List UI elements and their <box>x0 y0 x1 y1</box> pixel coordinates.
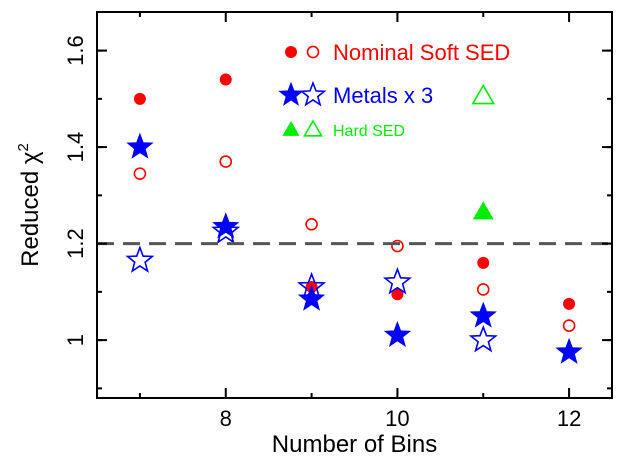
circle-point-filled <box>219 73 232 86</box>
y-tick-label: 1.2 <box>63 228 88 259</box>
y-axis-title-base: Reduced χ <box>17 151 44 267</box>
legend-label: Metals x 3 <box>333 83 433 108</box>
triangle-point-filled <box>472 201 494 220</box>
legend-triangle-open-icon <box>303 119 323 137</box>
star-point-filled <box>383 320 412 347</box>
x-tick-label: 12 <box>557 406 581 431</box>
legend-circle-filled-icon <box>285 46 297 58</box>
star-point-open <box>211 216 241 244</box>
legend-circle-open-icon <box>306 45 320 59</box>
star-point-open <box>382 266 412 295</box>
star-point-filled <box>126 132 154 159</box>
circle-point-filled <box>391 288 404 301</box>
star-point-filled <box>469 301 497 328</box>
legend-star-open-icon <box>299 80 327 107</box>
legend-star-filled-icon <box>278 81 304 106</box>
y-tick-label: 1.6 <box>63 35 88 66</box>
x-axis-ticks: 8 10 12 <box>138 12 581 431</box>
legend: Nominal Soft SED Metals x 3 Hard SED <box>278 40 510 140</box>
triangle-point-open <box>471 83 496 105</box>
star-point-open <box>125 245 155 273</box>
circle-point-filled <box>563 297 576 310</box>
star-point-filled <box>297 284 326 311</box>
legend-label: Hard SED <box>333 123 405 140</box>
plot-frame <box>96 11 613 399</box>
y-tick-label: 1 <box>63 334 88 346</box>
legend-label: Nominal Soft SED <box>333 40 510 65</box>
y-axis-title-superscript: 2 <box>15 143 32 151</box>
circle-point-open <box>391 239 404 253</box>
legend-triangle-filled-icon <box>282 121 300 136</box>
star-point-open <box>297 271 327 300</box>
circle-point-open <box>305 217 318 231</box>
x-tick-label: 10 <box>385 406 409 431</box>
circle-point-open <box>219 155 233 168</box>
circle-point-open <box>133 167 147 180</box>
star-point-filled <box>555 337 583 364</box>
data-points <box>125 73 583 364</box>
circle-point-filled <box>477 256 490 269</box>
circle-point-open <box>476 283 490 296</box>
circle-point-filled <box>133 92 146 105</box>
star-point-open <box>468 324 498 353</box>
star-point-filled <box>212 212 240 239</box>
y-tick-label: 1.4 <box>63 132 88 163</box>
y-axis-title: Reduced χ2 <box>15 143 44 267</box>
y-axis-ticks: 1 1.2 1.4 1.6 <box>63 35 612 390</box>
x-axis-title: Number of Bins <box>272 431 437 458</box>
x-tick-label: 8 <box>220 406 232 431</box>
circle-point-open <box>562 319 576 332</box>
